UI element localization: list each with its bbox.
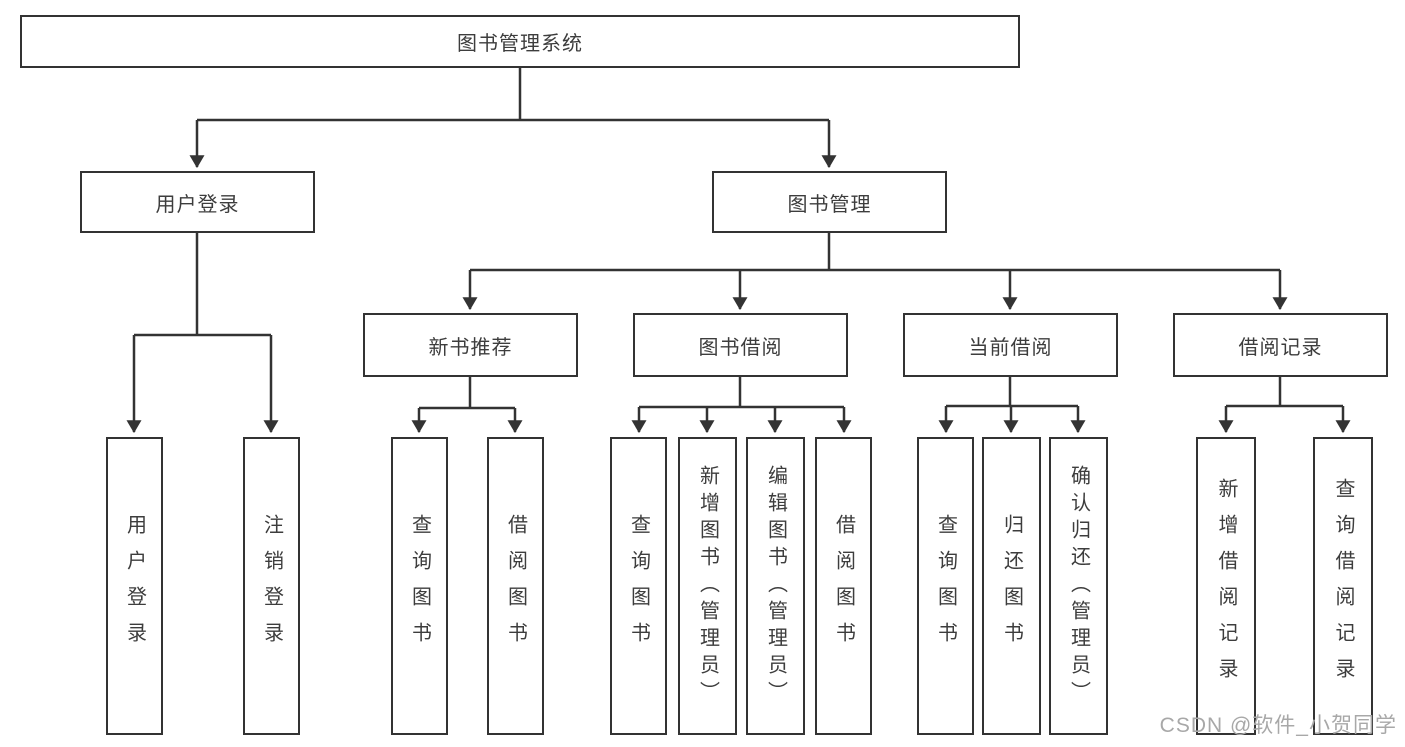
node-new-book-recommendation: 新书推荐 — [363, 313, 578, 377]
leaf-label: 查询图书 — [934, 514, 957, 658]
csdn-watermark: CSDN @软件_小贺同学 — [1159, 714, 1397, 737]
node-borrowing-records: 借阅记录 — [1173, 313, 1388, 377]
leaf-return-books: 归还图书 — [982, 437, 1041, 735]
node-user-login: 用户登录 — [80, 171, 315, 233]
leaf-label: 查询图书 — [408, 514, 431, 658]
node-current-borrowing: 当前借阅 — [903, 313, 1118, 377]
leaf-query-borrow-record: 查询借阅记录 — [1313, 437, 1373, 735]
leaf-label: 用户登录 — [123, 514, 146, 658]
leaf-label: 确认归还（管理员） — [1067, 464, 1090, 708]
leaf-label: 借阅图书 — [832, 514, 855, 658]
leaf-user-login: 用户登录 — [106, 437, 163, 735]
node-book-borrowing: 图书借阅 — [633, 313, 848, 377]
leaf-add-borrow-record: 新增借阅记录 — [1196, 437, 1256, 735]
leaf-label: 注销登录 — [260, 514, 283, 658]
leaf-borrow-books-borrowing: 借阅图书 — [815, 437, 872, 735]
node-library-management-system: 图书管理系统 — [20, 15, 1020, 68]
leaf-query-books-current: 查询图书 — [917, 437, 974, 735]
leaf-label: 新增借阅记录 — [1215, 478, 1237, 694]
node-label: 用户登录 — [155, 193, 240, 216]
node-label: 图书管理系统 — [457, 33, 583, 55]
leaf-edit-book-admin: 编辑图书（管理员） — [746, 437, 805, 735]
leaf-confirm-return-admin: 确认归还（管理员） — [1049, 437, 1108, 735]
leaf-label: 编辑图书（管理员） — [764, 464, 787, 708]
leaf-add-book-admin: 新增图书（管理员） — [678, 437, 737, 735]
leaf-borrow-books-recommend: 借阅图书 — [487, 437, 544, 735]
node-label: 当前借阅 — [968, 336, 1053, 359]
leaf-label: 归还图书 — [1000, 514, 1023, 658]
node-book-management: 图书管理 — [712, 171, 947, 233]
leaf-logout-login: 注销登录 — [243, 437, 300, 735]
leaf-label: 查询图书 — [627, 514, 650, 658]
node-label: 新书推荐 — [428, 336, 513, 359]
node-label: 借阅记录 — [1238, 336, 1323, 359]
leaf-label: 借阅图书 — [504, 514, 527, 658]
leaf-label: 新增图书（管理员） — [696, 464, 719, 708]
node-label: 图书管理 — [787, 193, 872, 216]
leaf-query-books-borrowing: 查询图书 — [610, 437, 667, 735]
leaf-query-books-recommend: 查询图书 — [391, 437, 448, 735]
leaf-label: 查询借阅记录 — [1332, 478, 1354, 694]
node-label: 图书借阅 — [698, 336, 783, 359]
